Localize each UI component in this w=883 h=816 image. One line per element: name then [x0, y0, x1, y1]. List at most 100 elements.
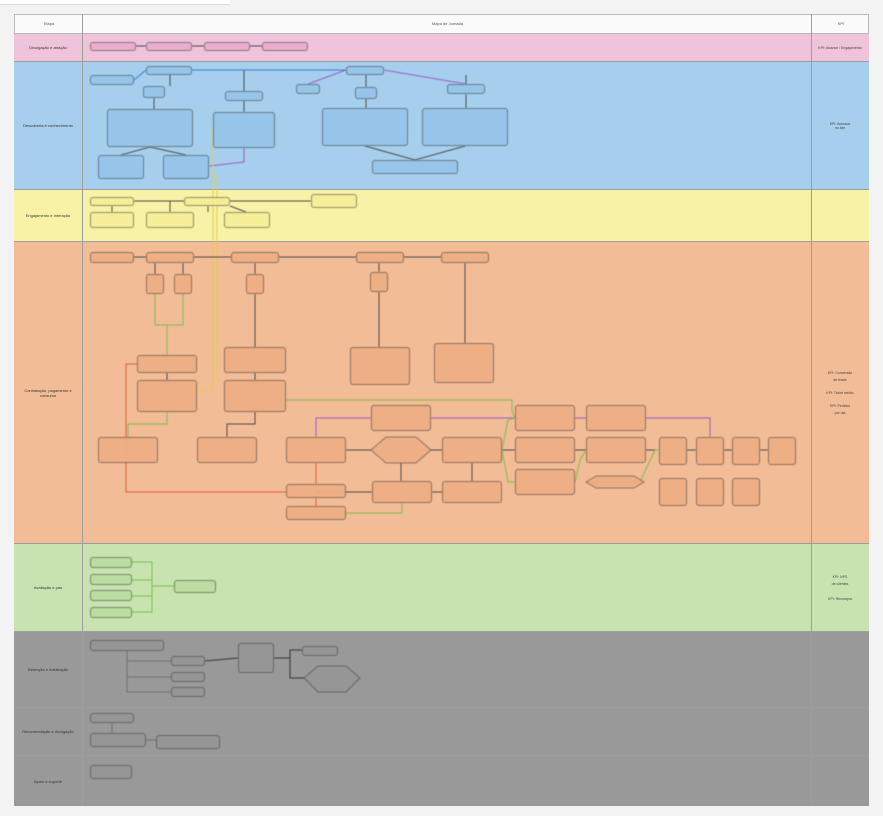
flow-node[interactable]	[90, 607, 132, 618]
flow-node[interactable]	[174, 580, 216, 593]
flow-node[interactable]	[146, 252, 194, 263]
flow-node[interactable]	[370, 272, 388, 292]
flow-node[interactable]	[356, 252, 404, 263]
decision-hexagon[interactable]	[303, 665, 361, 693]
flow-node[interactable]	[137, 355, 197, 373]
header-kpi: KPI	[837, 21, 845, 26]
decision-hexagon[interactable]	[585, 475, 645, 489]
flow-node[interactable]	[171, 656, 205, 666]
flow-node[interactable]	[90, 713, 134, 723]
flow-node[interactable]	[90, 42, 136, 51]
flow-node[interactable]	[768, 437, 796, 465]
flow-node[interactable]	[184, 197, 230, 206]
connector-line	[126, 651, 171, 693]
flow-node[interactable]	[442, 481, 502, 503]
flow-node[interactable]	[143, 86, 165, 98]
flow-node[interactable]	[515, 437, 575, 463]
connector-line	[204, 649, 304, 679]
flow-node[interactable]	[174, 274, 192, 294]
flow-node[interactable]	[346, 66, 384, 75]
connector-line	[346, 503, 403, 514]
flow-node[interactable]	[732, 437, 760, 465]
flow-node[interactable]	[171, 687, 205, 697]
flow-node[interactable]	[441, 252, 489, 263]
flow-node[interactable]	[156, 735, 220, 749]
flow-node[interactable]	[197, 437, 257, 463]
lane-support: Apoio e suporte	[14, 756, 869, 806]
connector-line	[307, 69, 467, 85]
flow-node[interactable]	[659, 478, 687, 506]
flow-node[interactable]	[515, 469, 575, 495]
flow-node[interactable]	[372, 481, 432, 503]
flow-node[interactable]	[225, 91, 263, 101]
flow-node[interactable]	[90, 574, 132, 585]
flow-node[interactable]	[322, 108, 408, 146]
flow-node[interactable]	[98, 155, 144, 179]
flow-node[interactable]	[286, 484, 346, 498]
flow-node[interactable]	[90, 212, 134, 228]
flow-node[interactable]	[90, 765, 132, 779]
flow-node[interactable]	[696, 478, 724, 506]
flow-node[interactable]	[311, 194, 357, 208]
flow-node[interactable]	[262, 42, 308, 51]
flow-node[interactable]	[90, 590, 132, 601]
flow-node[interactable]	[171, 672, 205, 682]
flow-node[interactable]	[586, 437, 646, 463]
flow-node[interactable]	[371, 405, 431, 431]
flow-node[interactable]	[146, 274, 164, 294]
flow-node[interactable]	[146, 66, 192, 75]
flow-node[interactable]	[696, 437, 724, 465]
flow-node[interactable]	[422, 108, 508, 146]
flow-node[interactable]	[90, 733, 146, 747]
flow-node[interactable]	[213, 112, 275, 148]
flow-node[interactable]	[286, 506, 346, 520]
flow-node[interactable]	[246, 274, 264, 294]
connector-line	[574, 449, 587, 483]
connector-line	[127, 412, 168, 437]
flow-node[interactable]	[163, 155, 209, 179]
flow-node[interactable]	[137, 380, 197, 412]
connector-line	[208, 148, 245, 167]
flow-node[interactable]	[732, 478, 760, 506]
flow-node[interactable]	[224, 380, 286, 412]
flow-node[interactable]	[586, 405, 646, 431]
flow-node[interactable]	[146, 42, 192, 51]
flow-node[interactable]	[515, 405, 575, 431]
lane-label: Engajamento e interação	[25, 213, 71, 218]
column-divider	[82, 14, 83, 806]
flow-node[interactable]	[90, 640, 164, 651]
flow-node[interactable]	[350, 347, 410, 385]
flow-node[interactable]	[372, 160, 458, 174]
header-stage: Etapa	[43, 21, 55, 26]
flow-node[interactable]	[90, 557, 132, 568]
flow-node[interactable]	[107, 109, 193, 147]
flow-node[interactable]	[238, 643, 274, 673]
flow-node[interactable]	[286, 437, 346, 463]
flow-node[interactable]	[146, 212, 194, 228]
flow-node[interactable]	[296, 84, 320, 94]
flow-node[interactable]	[90, 252, 134, 263]
connector-line	[197, 130, 214, 391]
flow-node[interactable]	[204, 42, 250, 51]
flow-node[interactable]	[90, 197, 134, 206]
connector-line	[501, 417, 516, 483]
flow-node[interactable]	[447, 84, 485, 94]
flow-node[interactable]	[224, 347, 286, 373]
flow-node[interactable]	[442, 437, 502, 463]
flow-node[interactable]	[659, 437, 687, 465]
connector-line	[639, 449, 659, 483]
connector-line	[132, 561, 174, 613]
lane-kpi-note: KPI: Acessos no site	[829, 121, 851, 130]
flow-node[interactable]	[355, 87, 377, 99]
flow-node[interactable]	[224, 212, 270, 228]
flow-node[interactable]	[302, 646, 338, 656]
lane-kpi-note: KPI: Alcance / Engajamento	[818, 45, 862, 50]
flow-node[interactable]	[90, 75, 134, 85]
connector-line	[226, 412, 256, 437]
decision-hexagon[interactable]	[370, 436, 432, 464]
top-toolbar-strip	[0, 0, 230, 5]
flow-node[interactable]	[434, 343, 494, 383]
flow-node[interactable]	[231, 252, 279, 263]
flow-node[interactable]	[98, 437, 158, 463]
